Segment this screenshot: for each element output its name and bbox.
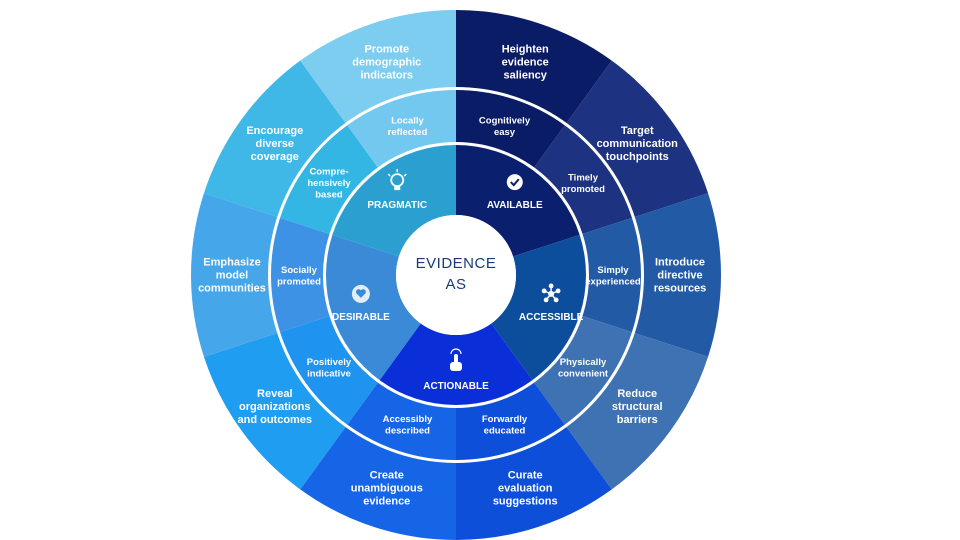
outer-ring: HeightenevidencesaliencyTargetcommunicat… bbox=[190, 10, 721, 540]
outer-segment-label: evidence bbox=[363, 496, 410, 508]
outer-segment-label: communities bbox=[198, 283, 266, 295]
middle-segment-label: hensively bbox=[307, 178, 351, 189]
outer-segment-label: evidence bbox=[502, 56, 549, 68]
middle-segment-label: convenient bbox=[558, 369, 609, 380]
heart-icon bbox=[351, 284, 370, 303]
outer-segment-label: unambiguous bbox=[351, 483, 423, 495]
outer-segment bbox=[203, 332, 348, 490]
inner-segment-label: ACTIONABLE bbox=[423, 381, 489, 392]
outer-segment-label: touchpoints bbox=[606, 151, 669, 163]
network-icon bbox=[541, 283, 561, 303]
outer-segment-label: demographic bbox=[352, 56, 421, 68]
outer-segment bbox=[203, 60, 348, 218]
outer-segment bbox=[631, 193, 721, 357]
middle-segment-label: Positively bbox=[307, 357, 352, 368]
outer-segment-label: resources bbox=[654, 283, 707, 295]
middle-segment-label: Cognitively bbox=[479, 115, 531, 126]
middle-segment-label: described bbox=[385, 426, 430, 437]
inner-segment-label: AVAILABLE bbox=[487, 200, 543, 211]
outer-segment-label: Promote bbox=[364, 43, 409, 55]
outer-segment-label: Heighten bbox=[502, 43, 549, 55]
outer-segment-label: diverse bbox=[256, 138, 295, 150]
outer-segment bbox=[300, 10, 456, 126]
lightbulb-icon bbox=[387, 169, 407, 191]
outer-segment-label: suggestions bbox=[493, 496, 558, 508]
outer-segment-label: Reveal bbox=[257, 388, 292, 400]
outer-segment-label: barriers bbox=[617, 414, 658, 426]
outer-segment-label: Target bbox=[621, 125, 654, 137]
inner-ring: AVAILABLE ACCESSIBLE ACTIONABLE DESIRABLE PR… bbox=[326, 145, 586, 405]
inner-segment-accessible bbox=[491, 234, 586, 381]
outer-segment-label: saliency bbox=[504, 69, 548, 81]
outer-segment-label: indicators bbox=[360, 69, 413, 81]
outer-segment-label: Reduce bbox=[617, 388, 657, 400]
outer-segment-label: structural bbox=[612, 401, 663, 413]
outer-segment-label: Emphasize bbox=[203, 257, 260, 269]
middle-segment bbox=[456, 90, 565, 170]
middle-segment-label: Compre- bbox=[309, 167, 348, 178]
outer-segment-label: Curate bbox=[508, 470, 543, 482]
center-circle bbox=[396, 215, 516, 335]
checkmark-icon bbox=[506, 174, 523, 191]
middle-segment-label: easy bbox=[494, 127, 516, 138]
middle-segment-label: Accessibly bbox=[383, 414, 433, 425]
middle-segment bbox=[347, 90, 456, 170]
outer-segment-label: model bbox=[216, 270, 248, 282]
outer-segment bbox=[456, 10, 612, 126]
middle-segment bbox=[271, 217, 333, 333]
touch-icon bbox=[450, 348, 462, 371]
outer-segment bbox=[300, 424, 456, 540]
outer-segment bbox=[456, 424, 612, 540]
middle-segment bbox=[280, 125, 380, 235]
middle-segment-label: Socially bbox=[281, 265, 318, 276]
outer-segment-label: Create bbox=[370, 470, 404, 482]
outer-segment bbox=[564, 332, 709, 490]
inner-segment-available bbox=[456, 145, 580, 257]
outer-segment bbox=[190, 193, 281, 357]
outer-segment-label: Encourage bbox=[246, 125, 303, 137]
middle-segment bbox=[532, 125, 632, 235]
middle-segment bbox=[347, 380, 456, 460]
outer-segment bbox=[564, 60, 709, 218]
center-title-line2: AS bbox=[445, 276, 466, 293]
inner-segment-pragmatic bbox=[332, 145, 456, 257]
middle-segment-label: Locally bbox=[391, 115, 424, 126]
outer-segment-label: coverage bbox=[251, 151, 299, 163]
middle-segment-label: Physically bbox=[560, 357, 607, 368]
middle-ring: CognitivelyeasyTimelypromotedSimplyexper… bbox=[271, 90, 641, 460]
outer-segment-label: evaluation bbox=[498, 483, 553, 495]
middle-segment bbox=[280, 315, 380, 425]
inner-segment-label: ACCESSIBLE bbox=[519, 312, 584, 323]
middle-segment-label: promoted bbox=[277, 276, 321, 287]
outer-segment-label: communication bbox=[597, 138, 679, 150]
middle-segment bbox=[579, 217, 641, 333]
middle-segment bbox=[532, 315, 632, 425]
inner-segment-desirable bbox=[326, 234, 421, 381]
middle-segment-label: educated bbox=[484, 426, 526, 437]
outer-segment-label: organizations bbox=[239, 401, 311, 413]
middle-segment-label: experienced bbox=[585, 276, 641, 287]
middle-segment-label: based bbox=[315, 190, 343, 201]
middle-segment-label: Forwardly bbox=[482, 414, 528, 425]
middle-segment-label: indicative bbox=[307, 369, 351, 380]
outer-segment-label: directive bbox=[657, 270, 702, 282]
middle-segment-label: Timely bbox=[568, 172, 599, 183]
inner-segment-label: DESIRABLE bbox=[332, 312, 390, 323]
inner-segment-label: PRAGMATIC bbox=[367, 200, 427, 211]
outer-segment-label: and outcomes bbox=[237, 414, 312, 426]
middle-segment-label: promoted bbox=[561, 184, 605, 195]
middle-segment bbox=[456, 380, 565, 460]
middle-segment-label: reflected bbox=[388, 127, 428, 138]
center-title-line1: EVIDENCE bbox=[416, 255, 497, 272]
outer-segment-label: Introduce bbox=[655, 257, 705, 269]
middle-segment-label: Simply bbox=[597, 265, 629, 276]
